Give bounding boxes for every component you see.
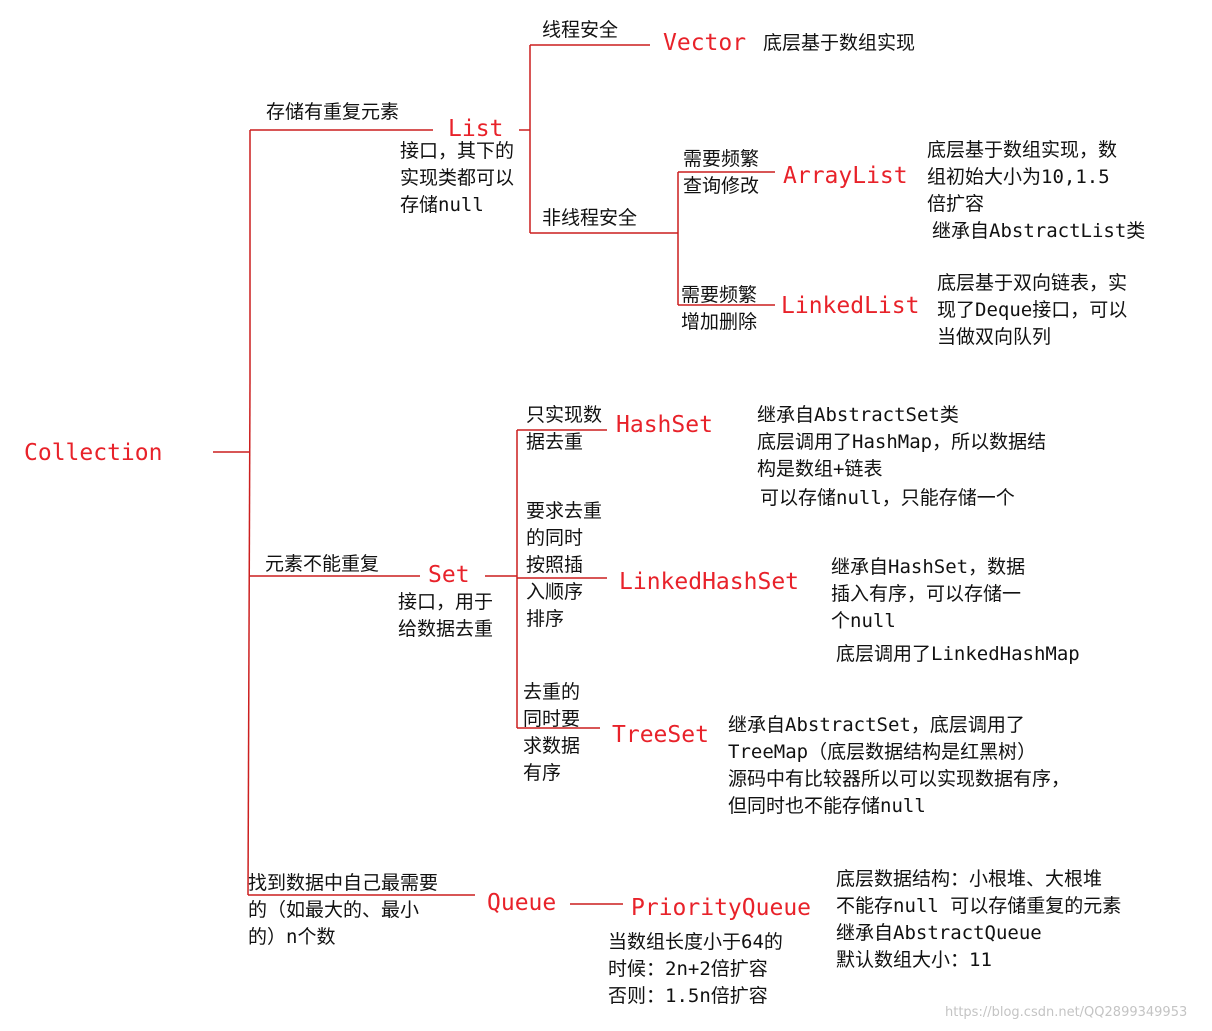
desc-linkedhashset-map: 底层调用了LinkedHashMap: [836, 643, 1080, 665]
condition-treeset: 去重的 同时要 求数据 有序: [523, 681, 581, 784]
note-list: 接口，其下的 实现类都可以 存储null: [400, 140, 515, 216]
condition-linkedlist: 需要频繁 增加删除: [681, 284, 758, 333]
node-list: List: [448, 116, 504, 142]
edge-label-non-thread-safe: 非线程安全: [542, 207, 638, 229]
condition-linkedhashset: 要求去重 的同时 按照插 入顺序 排序: [526, 500, 603, 630]
node-arraylist: ArrayList: [783, 163, 908, 189]
edge-label-thread-safe: 线程安全: [542, 19, 619, 41]
condition-hashset: 只实现数 据去重: [526, 404, 603, 453]
desc-priorityqueue: 底层数据结构：小根堆、大根堆 不能存null 可以存储重复的元素 继承自Abst…: [836, 868, 1122, 971]
node-linkedhashset: LinkedHashSet: [619, 569, 800, 595]
node-set: Set: [428, 562, 470, 588]
edge-label-list: 存储有重复元素: [266, 101, 400, 123]
note-set: 接口，用于 给数据去重: [398, 591, 494, 640]
desc-hashset: 继承自AbstractSet类 底层调用了HashMap，所以数据结 构是数组+…: [757, 404, 1047, 480]
desc-arraylist-inherit: 继承自AbstractList类: [932, 220, 1146, 242]
node-treeset: TreeSet: [612, 722, 709, 748]
node-queue: Queue: [487, 890, 557, 916]
desc-linkedlist: 底层基于双向链表，实 现了Deque接口，可以 当做双向队列: [937, 272, 1128, 348]
desc-linkedhashset: 继承自HashSet，数据 插入有序，可以存储一 个null: [831, 556, 1026, 632]
watermark: https://blog.csdn.net/QQ2899349953: [945, 1005, 1188, 1020]
node-vector: Vector: [663, 30, 747, 56]
node-hashset: HashSet: [616, 412, 713, 438]
node-linkedlist: LinkedList: [781, 293, 920, 319]
edge-label-queue: 找到数据中自己最需要 的（如最大的、最小 的）n个数: [248, 872, 439, 948]
desc-priorityqueue-growth: 当数组长度小于64的 时候：2n+2倍扩容 否则：1.5n倍扩容: [608, 931, 783, 1007]
desc-hashset-null: 可以存储null，只能存储一个: [760, 487, 1015, 509]
desc-vector: 底层基于数组实现: [763, 32, 916, 54]
node-priorityqueue: PriorityQueue: [631, 895, 812, 921]
connector-trunk: [247, 379, 251, 896]
node-collection: Collection: [24, 440, 163, 466]
desc-arraylist: 底层基于数组实现，数 组初始大小为10,1.5 倍扩容: [927, 139, 1118, 215]
condition-arraylist: 需要频繁 查询修改: [683, 148, 760, 197]
desc-treeset: 继承自AbstractSet，底层调用了 TreeMap（底层数据结构是红黑树）…: [728, 714, 1071, 817]
edge-label-set: 元素不能重复: [265, 553, 380, 575]
